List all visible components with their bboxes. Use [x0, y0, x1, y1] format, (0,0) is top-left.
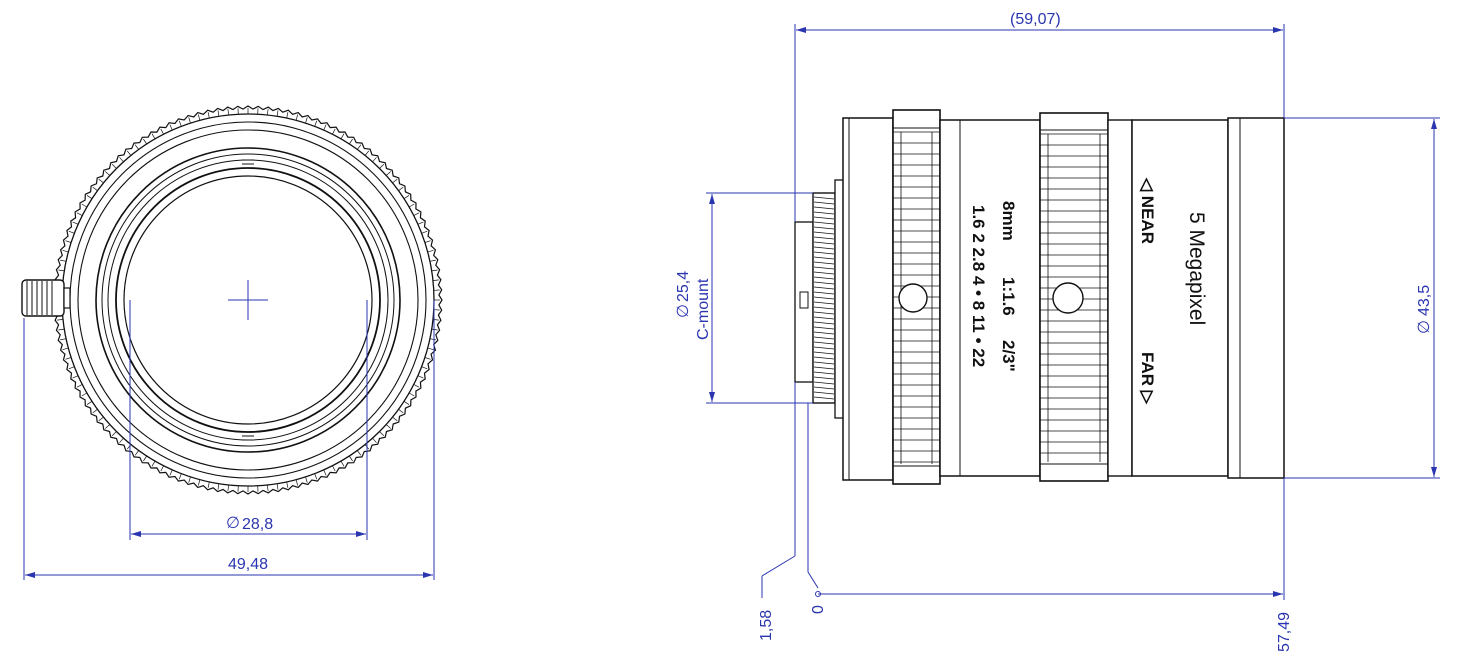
bezel-ring — [95, 147, 401, 453]
inner-diameter-symbol: ∅ — [226, 515, 240, 532]
far-marking: FAR ▷ — [1138, 352, 1157, 405]
f-stop-scale: 1.6 2 2.8 4 • 8 11 • 22 — [969, 205, 988, 367]
front-view: ∅ 28,8 49,48 — [21, 105, 443, 580]
focal-length-marking: 8mm — [999, 201, 1018, 241]
mount-type-label: C-mount — [695, 278, 712, 340]
flange-offset-label: 1,58 — [758, 610, 775, 641]
rear-barrel — [842, 117, 894, 481]
body-length-label: 57,49 — [1276, 612, 1293, 652]
housing-ring — [77, 129, 419, 471]
marking-band — [939, 119, 1041, 477]
front-lens-hood — [1227, 117, 1285, 479]
outer-diameter-label: 49,48 — [228, 556, 268, 573]
dimension-outer-diameter: 49,48 — [23, 300, 435, 580]
front-collar — [1107, 119, 1133, 477]
dimension-inner-diameter: ∅ 28,8 — [129, 300, 368, 540]
body-diameter-label: 43,5 — [1416, 285, 1433, 316]
dimension-baseline: 1,58 0 57,49 — [758, 382, 1293, 652]
glass-edge — [123, 175, 373, 425]
aperture-ring — [892, 109, 947, 485]
mount-diameter-symbol: ∅ — [675, 304, 692, 318]
sensor-format-marking: 2/3" — [999, 340, 1018, 372]
focus-ring — [1039, 112, 1130, 482]
bezel-ring — [101, 153, 395, 447]
dimension-body-diameter: 43,5 ∅ — [1284, 117, 1440, 479]
inner-diameter-label: 28,8 — [242, 516, 273, 533]
mount-diameter-label: 25,4 — [675, 271, 692, 302]
brand-marking: 5 Megapixel — [1185, 212, 1208, 325]
side-view: 8mm 1:1.6 2/3" 1.6 2 2.8 4 • 8 11 • 22 ◁… — [675, 11, 1440, 652]
zero-reference-label: 0 — [810, 605, 827, 614]
near-marking: ◁ NEAR — [1138, 177, 1157, 244]
body-diameter-symbol: ∅ — [1416, 320, 1433, 334]
c-mount-thread — [794, 179, 848, 419]
focus-lock-screw — [1052, 282, 1084, 314]
aperture-ratio-marking: 1:1.6 — [999, 277, 1018, 316]
aperture-lock-screw — [898, 283, 928, 313]
lock-screw — [21, 279, 71, 317]
overall-length-label: (59,07) — [1010, 11, 1061, 28]
dimension-overall-length: (59,07) — [794, 11, 1285, 222]
glass-edge — [115, 167, 381, 433]
dimension-mount-diameter: ∅ 25,4 C-mount — [675, 192, 813, 404]
front-body — [1131, 119, 1229, 477]
